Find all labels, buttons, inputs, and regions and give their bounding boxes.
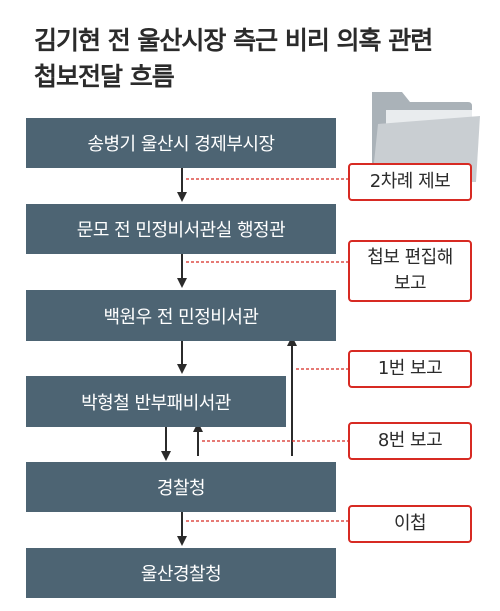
flow-box-6: 울산경찰청 (26, 548, 336, 598)
diagram-title-line2: 첩보전달 흐름 (34, 62, 175, 91)
flow-box-2: 문모 전 민정비서관실 행정관 (26, 204, 336, 254)
note-box-5-text: 이첩 (393, 513, 427, 534)
note-box-2-line1: 첩보 편집해 (367, 247, 453, 268)
note-box-4-text: 8번 보고 (377, 430, 443, 451)
note-box-2-line2: 보고 (393, 273, 427, 294)
note-box-2: 첩보 편집해 보고 (348, 240, 472, 302)
flow-box-5: 경찰청 (26, 462, 336, 512)
flow-box-1: 송병기 울산시 경제부시장 (26, 118, 336, 168)
note-box-3-text: 1번 보고 (377, 358, 443, 379)
note-box-4: 8번 보고 (348, 422, 472, 460)
flow-box-3: 백원우 전 민정비서관 (26, 290, 336, 341)
note-box-5: 이첩 (348, 505, 472, 543)
note-box-1: 2차례 제보 (348, 163, 472, 201)
note-box-3: 1번 보고 (348, 350, 472, 388)
diagram-title-line1: 김기현 전 울산시장 측근 비리 의혹 관련 (34, 26, 433, 55)
note-box-1-text: 2차례 제보 (369, 171, 451, 192)
flow-box-4: 박형철 반부패비서관 (26, 376, 286, 427)
